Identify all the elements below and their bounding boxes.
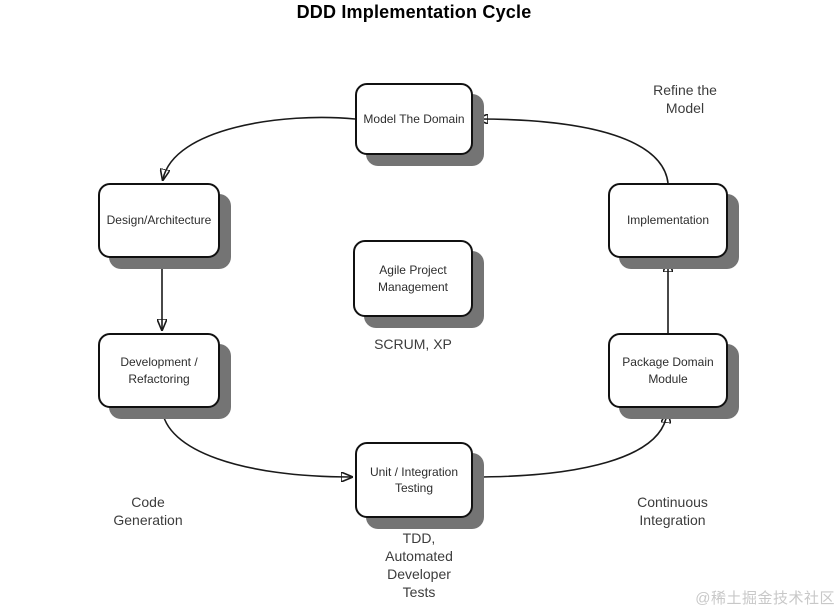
annotation-continuous-integration: Continuous Integration: [637, 494, 708, 528]
arrow-implementation-to-model: [478, 119, 669, 184]
node-development-refactoring: Development / Refactoring: [98, 333, 220, 408]
node-design-architecture: Design/Architecture: [98, 183, 220, 258]
arrow-unit-to-package: [472, 413, 667, 478]
annotation-refine-the-model: Refine the Model: [653, 82, 717, 116]
arrow-development-to-unit: [161, 407, 351, 477]
node-agile-project-management: Agile Project Management: [353, 240, 473, 317]
node-model-the-domain: Model The Domain: [355, 83, 473, 155]
node-unit-integration-testing: Unit / Integration Testing: [355, 442, 473, 518]
annotation-scrum-xp: SCRUM, XP: [374, 336, 452, 352]
arrow-model-to-design: [163, 116, 356, 179]
node-package-domain-module: Package Domain Module: [608, 333, 728, 408]
watermark-text: @稀土掘金技术社区: [695, 590, 835, 607]
page-title: DDD Implementation Cycle: [296, 2, 532, 22]
annotation-tdd-automated-developer-tests: TDD, Automated Developer Tests: [385, 530, 453, 600]
annotation-code-generation: Code Generation: [113, 494, 183, 528]
node-implementation: Implementation: [608, 183, 728, 258]
